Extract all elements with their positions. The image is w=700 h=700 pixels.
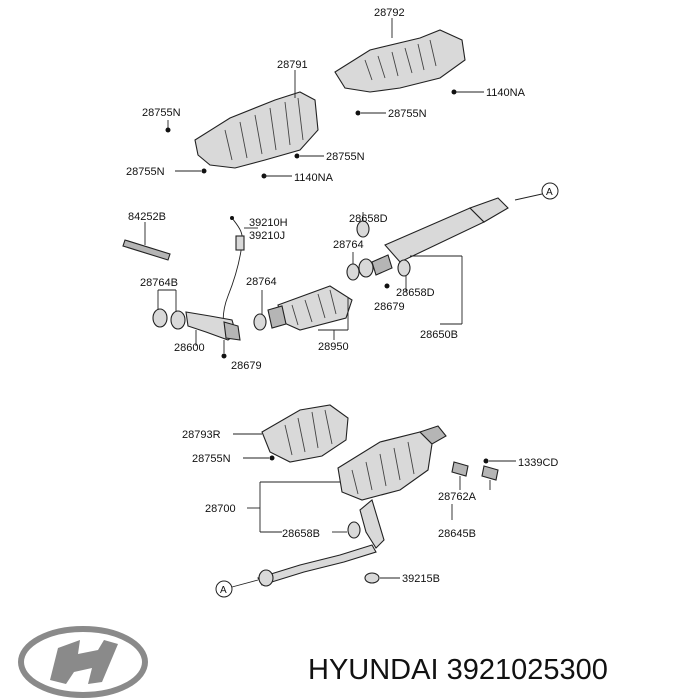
caption-part-number: HYUNDAI 3921025300 [308,654,608,686]
gasket-28658b [347,521,361,539]
label-28679-b: 28679 [231,360,262,372]
label-28600: 28600 [174,342,205,354]
label-28658d-b: 28658D [396,287,435,299]
label-28658b: 28658B [282,528,320,540]
reference-a-bottom [215,580,233,598]
nut-28755n-a [355,110,361,116]
rear-muffler-28700 [257,425,447,587]
label-28679-a: 28679 [374,301,405,313]
hanger-84252b [122,239,171,261]
label-39210j: 39210J [249,230,285,242]
label-1140na-a: 1140NA [486,87,526,99]
heat-shield-28792 [334,29,466,93]
svg-text:A: A [220,585,227,596]
label-28755n-e: 28755N [192,453,231,465]
gasket-28764-a [346,263,360,281]
catalytic-converter-28950 [267,285,353,331]
label-28650b: 28650B [420,329,458,341]
center-muffler-28650b [358,197,509,278]
label-28755n-d: 28755N [126,166,165,178]
heat-shield-28791 [194,91,319,169]
label-28700: 28700 [205,503,236,515]
label-39215b: 39215B [402,573,440,585]
gasket-28658d-b [397,259,411,277]
label-28764b: 28764B [140,277,178,289]
oxygen-sensor [222,216,245,331]
label-28755n-a: 28755N [388,108,427,120]
hanger-28762a-right [481,465,499,481]
gasket-28764b-a [152,308,168,328]
label-28755n-b: 28755N [142,107,181,119]
label-1339cd: 1339CD [518,457,558,469]
bolt-1140na-a [451,89,457,95]
label-1140na-b: 1140NA [294,172,334,184]
gasket-28764-b [253,313,267,331]
label-28645b: 28645B [438,528,476,540]
heat-shield-28793r [261,404,349,463]
gasket-39215b [364,572,380,584]
label-28755n-c: 28755N [326,151,365,163]
label-39210h: 39210H [249,217,288,229]
front-pipe-28600 [185,311,241,341]
label-28764-a: 28764 [333,239,364,251]
label-28950: 28950 [318,341,349,353]
label-28791: 28791 [277,59,308,71]
hanger-28762a-left [451,461,469,477]
gasket-28764b-b [170,310,186,330]
svg-text:A: A [546,187,553,198]
reference-a-top [541,182,559,200]
label-28762a: 28762A [438,491,477,503]
label-28792: 28792 [374,7,405,19]
label-28793r: 28793R [182,429,221,441]
hyundai-logo [18,626,148,698]
label-84252b: 84252B [128,211,166,223]
label-28764-b: 28764 [246,276,277,288]
label-28658d-a: 28658D [349,213,388,225]
